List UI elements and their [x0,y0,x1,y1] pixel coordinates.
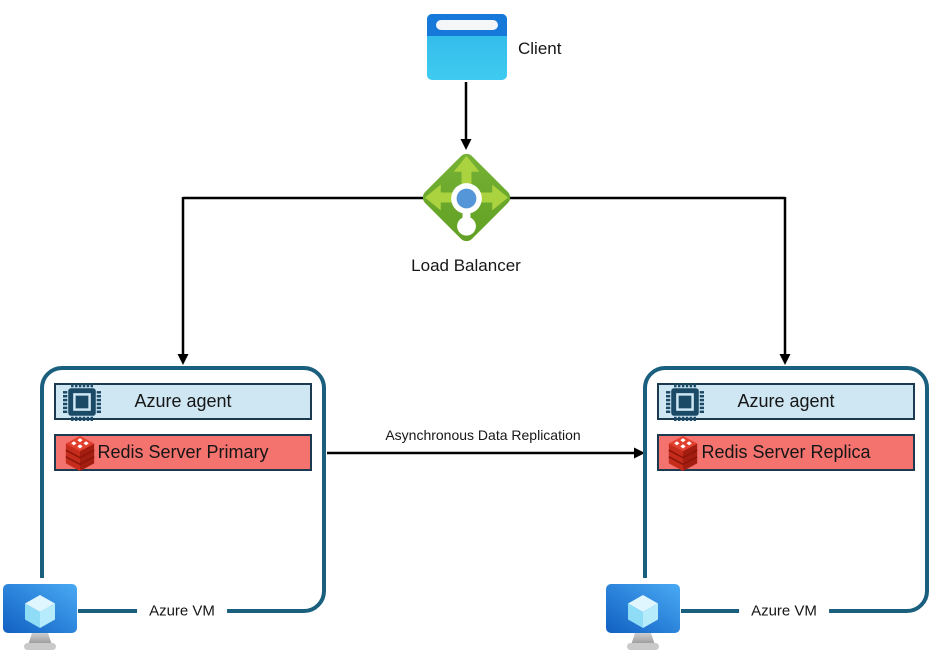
left-azure-vm-label: Azure VM [137,600,227,622]
right-vm-box: Azure agent Redis Server Replica [643,366,929,613]
cpu-chip-icon [63,382,101,421]
left-vm-box: Azure agent Redis Server Primary [40,366,326,613]
load-balancer-label: Load Balancer [411,256,521,275]
left-azure-agent-label: Azure agent [134,391,232,411]
right-redis-bar: Redis Server Replica [657,434,915,471]
right-azure-vm-label: Azure VM [739,600,829,622]
left-azure-agent-bar: Azure agent [54,382,312,421]
client-label: Client [518,39,562,58]
redis-cube-icon [666,434,700,472]
browser-window-icon [427,14,507,80]
right-redis-label: Redis Server Replica [701,442,871,462]
replication-arrow-label: Asynchronous Data Replication [385,427,581,443]
azure-vm-monitor-icon [2,576,78,652]
right-azure-agent-label: Azure agent [737,391,835,411]
left-redis-label: Redis Server Primary [97,442,269,462]
redis-cube-icon [63,434,97,472]
cpu-chip-icon [666,382,704,421]
right-azure-agent-bar: Azure agent [657,382,915,421]
azure-vm-monitor-icon [605,576,681,652]
load-balancer-icon [417,148,516,247]
left-redis-bar: Redis Server Primary [54,434,312,471]
